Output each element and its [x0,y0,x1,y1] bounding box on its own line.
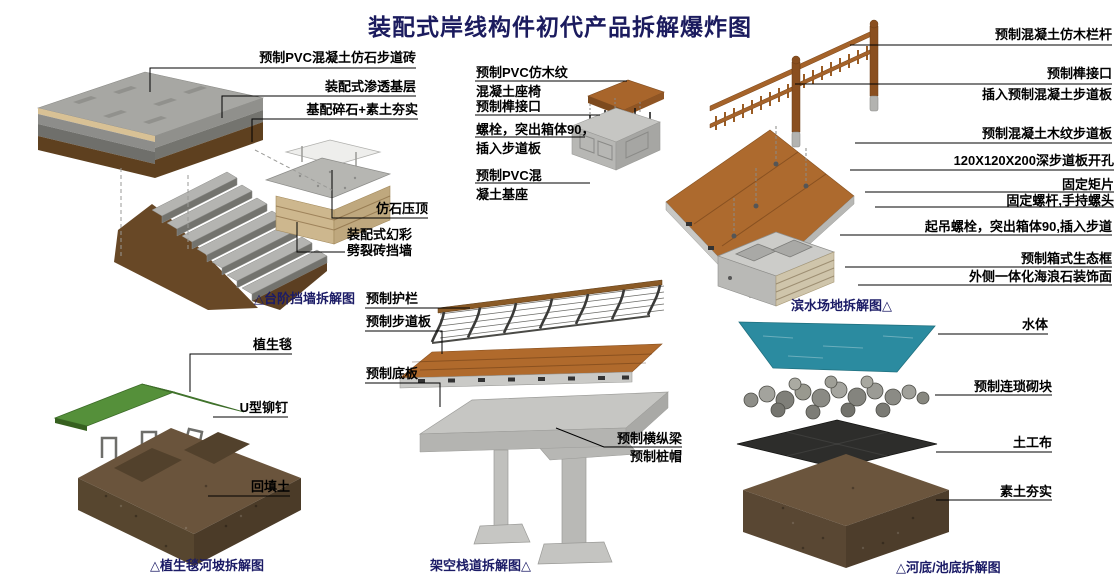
page-title: 装配式岸线构件初代产品拆解爆炸图 [368,14,752,40]
label-seat-line1: 预制PVC仿木纹 [476,65,568,80]
label-water: 水体 [1021,317,1048,332]
caption-boardwalk: 架空栈道拆解图△ [430,558,531,573]
wood-railing-graphic [709,19,879,148]
label-clip: 固定矩片 [1061,177,1114,192]
label-bottom-plate: 预制底板 [366,366,419,381]
interlocking-blocks-graphic [743,375,930,420]
caption-riverbed: △河底/池底拆解图 [896,560,1001,575]
label-screw: 固定螺杆,手持螺头 [1006,193,1114,208]
water-body-graphic [738,321,936,373]
caption-waterfront: 滨水场地拆解图△ [791,298,892,313]
label-bench-base-line1: 预制PVC混 [476,168,542,183]
label-walk-board: 预制步道板 [366,314,432,329]
eco-box-graphic [716,231,836,307]
label-geotextile: 土工布 [1012,435,1052,450]
label-bolt-line1: 螺栓，突出箱体90， [476,122,595,137]
backfill-soil-graphic [78,428,301,566]
label-coping: 仿石压顶 [375,201,428,216]
label-wood-rail: 预制混凝土仿木栏杆 [994,27,1112,42]
label-blocks: 预制连琐砌块 [973,379,1052,394]
label-bench-tenon: 预制榫接口 [476,99,542,114]
label-wall-line2: 劈裂砖挡墙 [347,243,413,258]
compacted-soil-graphic [743,454,949,568]
label-wf-tenon-line1: 预制榫接口 [1046,66,1112,81]
label-gravel: 基配碎石+素土夯实 [306,102,418,117]
walk-board-graphic [399,343,663,389]
label-beams-line2: 预制桩帽 [629,449,682,464]
guardrail-graphic [430,279,665,344]
label-staple: U型铆钉 [239,400,288,415]
label-lift-bolt: 起吊螺栓，突出箱体90,插入步道 [924,219,1112,234]
label-deck-board: 预制混凝土木纹步道板 [981,126,1112,141]
label-mat: 植生毯 [252,337,292,352]
label-guardrail: 预制护栏 [366,291,419,306]
label-eco-box-line2: 外侧一体化海浪石装饰面 [968,269,1112,284]
label-wf-tenon-line2: 插入预制混凝土步道板 [981,87,1112,102]
caption-stair-wall: △台阶挡墙拆解图 [254,291,355,306]
label-bolt: 螺栓，突出箱体90， 插入步道板 [476,120,594,158]
staircase-graphic [114,171,328,310]
label-wall-line1: 装配式幻彩 [347,227,413,242]
label-riverbed-soil: 素土夯实 [999,484,1052,499]
label-beams: 预制横纵梁 预制桩帽 [600,430,682,466]
label-hole: 120X120X200深步道板开孔 [953,153,1114,168]
bottom-plate-pile-graphic [418,391,669,565]
label-seat-line2: 混凝土座椅 [476,84,542,99]
label-seat: 预制PVC仿木纹 混凝土座椅 [476,63,568,101]
label-beams-line1: 预制横纵梁 [616,431,682,446]
label-bench-base-line2: 凝土基座 [476,187,529,202]
label-backfill: 回填土 [250,479,290,494]
label-bench-base: 预制PVC混 凝土基座 [476,166,542,204]
bench-graphic [571,79,665,171]
label-permeable-base: 装配式渗透基层 [324,79,416,94]
caption-slope: △植生毯河坡拆解图 [150,558,264,573]
label-paver: 预制PVC混凝土仿石步道砖 [259,50,416,65]
vegetation-mat-graphic [53,383,245,431]
label-wall: 装配式幻彩 劈裂砖挡墙 [347,227,412,259]
label-eco-box-line1: 预制箱式生态框 [1020,251,1112,266]
label-bolt-line2: 插入步道板 [476,141,542,156]
